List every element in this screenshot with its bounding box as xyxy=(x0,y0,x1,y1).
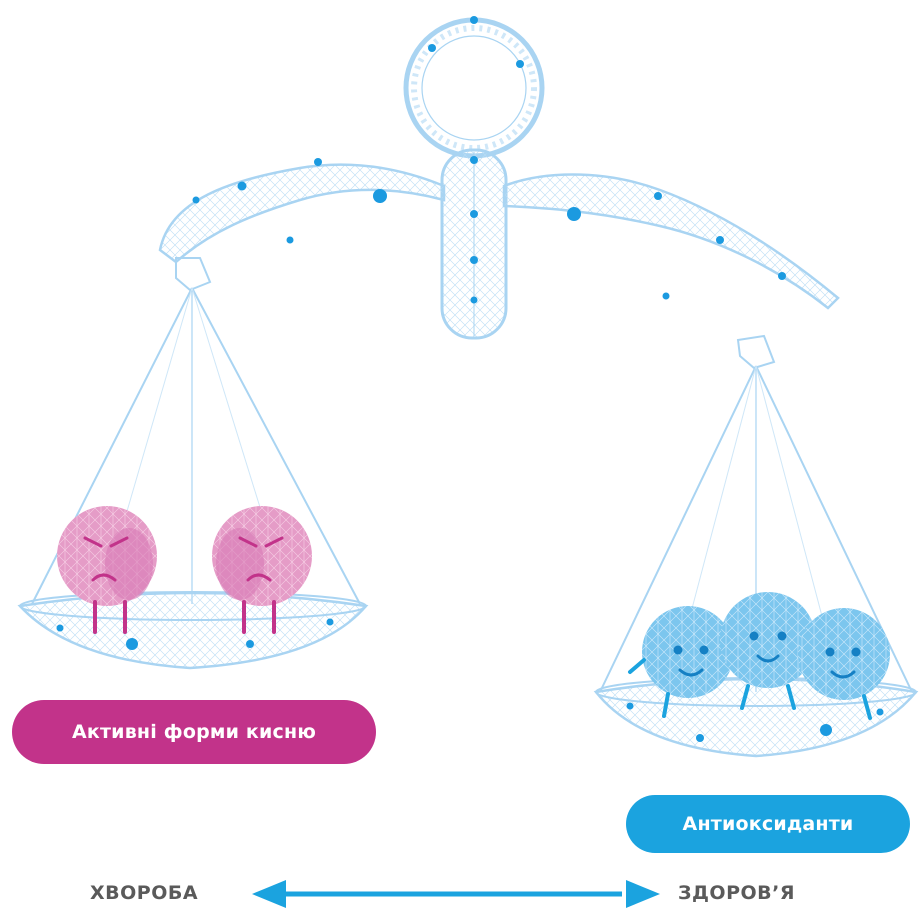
ros-label-pill: Активні форми кисню xyxy=(12,700,376,764)
scale-ring xyxy=(403,17,545,159)
antioxidants-label-pill: Антиоксиданти xyxy=(626,795,910,853)
smiling-molecule-icon xyxy=(720,592,816,710)
smiling-molecule-icon xyxy=(798,608,890,720)
smiling-molecule-icon xyxy=(628,606,734,718)
ros-label: Активні форми кисню xyxy=(71,721,317,743)
health-label: ЗДОРОВ’Я xyxy=(678,882,795,904)
angry-molecule-icon xyxy=(57,506,157,634)
angry-molecule-icon xyxy=(212,506,312,634)
network-nodes xyxy=(56,16,884,742)
scale-beam xyxy=(158,163,840,310)
scale-pillar xyxy=(440,148,508,340)
left-pan xyxy=(17,591,369,670)
disease-label: ХВОРОБА xyxy=(90,882,199,904)
double-arrow-icon xyxy=(252,880,660,908)
antioxidants-label: Антиоксиданти xyxy=(682,813,854,835)
